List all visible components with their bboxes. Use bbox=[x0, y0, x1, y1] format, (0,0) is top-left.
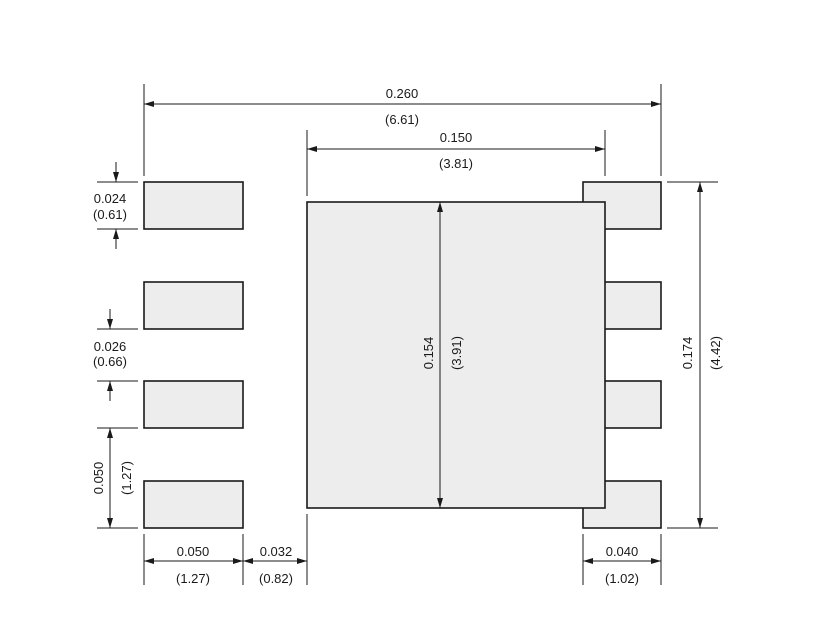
left-pad-4 bbox=[143, 480, 244, 529]
arrowhead bbox=[107, 428, 113, 438]
label-pad-length-mm: (1.27) bbox=[176, 571, 210, 586]
arrowhead bbox=[651, 558, 661, 564]
label-overall-width-inch: 0.260 bbox=[386, 86, 419, 101]
label-thermal-height-mm: (3.91) bbox=[449, 336, 464, 370]
arrowhead bbox=[144, 558, 154, 564]
label-pad-height-inch: 0.024 bbox=[94, 191, 127, 206]
label-right-pad-length-mm: (1.02) bbox=[605, 571, 639, 586]
label-overall-height-inch: 0.174 bbox=[680, 337, 695, 370]
label-thermal-height-inch: 0.154 bbox=[421, 337, 436, 370]
left-pad-1 bbox=[143, 181, 244, 230]
label-overall-height-mm: (4.42) bbox=[708, 336, 723, 370]
thermal-pad bbox=[306, 201, 606, 509]
arrowhead bbox=[144, 101, 154, 107]
arrowhead bbox=[595, 146, 605, 152]
left-pad-3 bbox=[143, 380, 244, 429]
arrowhead bbox=[651, 101, 661, 107]
arrowhead bbox=[437, 498, 443, 508]
label-pad-to-thermal-inch: 0.032 bbox=[260, 544, 293, 559]
arrowhead bbox=[113, 229, 119, 239]
arrowhead bbox=[107, 381, 113, 391]
left-pad-2 bbox=[143, 281, 244, 330]
label-thermal-width-inch: 0.150 bbox=[440, 130, 473, 145]
label-right-pad-length-inch: 0.040 bbox=[606, 544, 639, 559]
label-thermal-width-mm: (3.81) bbox=[439, 156, 473, 171]
label-pad-height-mm: (0.61) bbox=[93, 207, 127, 222]
arrowhead bbox=[107, 319, 113, 329]
arrowhead bbox=[297, 558, 307, 564]
label-pad-gap-inch: 0.026 bbox=[94, 339, 127, 354]
arrowhead bbox=[307, 146, 317, 152]
label-pad-length-inch: 0.050 bbox=[177, 544, 210, 559]
arrowhead bbox=[233, 558, 243, 564]
arrowhead bbox=[583, 558, 593, 564]
arrowhead bbox=[697, 518, 703, 528]
arrowhead bbox=[697, 182, 703, 192]
label-pitch-mm: (1.27) bbox=[119, 461, 134, 495]
label-pad-gap-mm: (0.66) bbox=[93, 354, 127, 369]
arrowhead bbox=[437, 202, 443, 212]
arrowhead bbox=[243, 558, 253, 564]
label-pad-to-thermal-mm: (0.82) bbox=[259, 571, 293, 586]
label-overall-width-mm: (6.61) bbox=[385, 112, 419, 127]
arrowhead bbox=[107, 518, 113, 528]
arrowhead bbox=[113, 172, 119, 182]
label-pitch-inch: 0.050 bbox=[91, 462, 106, 495]
